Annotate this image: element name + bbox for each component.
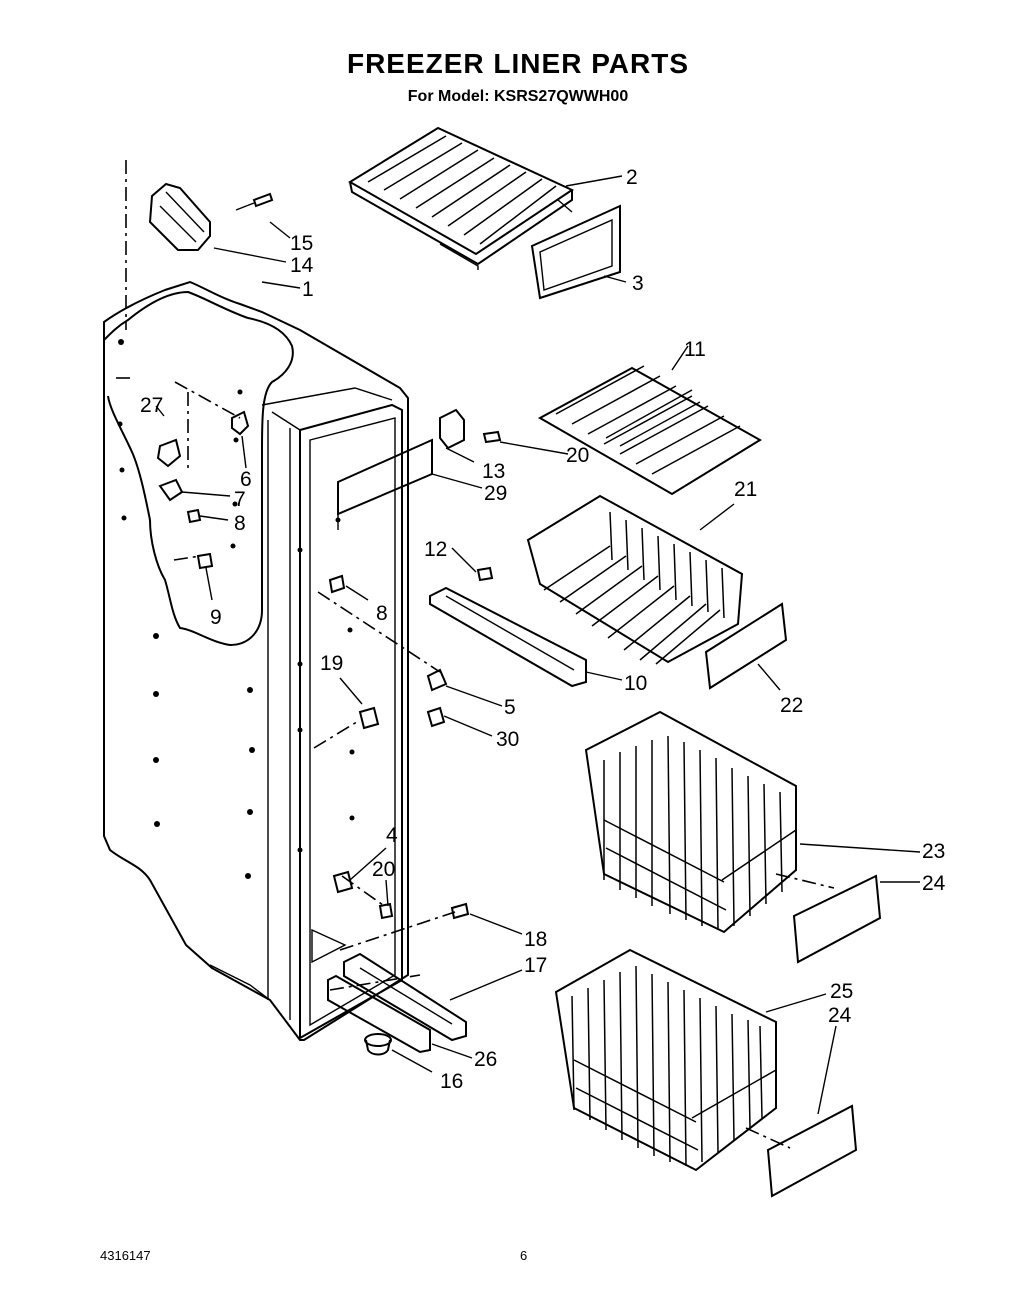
callout-16: 16 bbox=[440, 1070, 463, 1093]
screw-part-15 bbox=[235, 192, 274, 211]
callout-12: 12 bbox=[424, 538, 447, 561]
part-5 bbox=[426, 668, 448, 692]
callout-20-bottom: 20 bbox=[372, 858, 395, 881]
callout-20-top: 20 bbox=[566, 444, 589, 467]
part-7 bbox=[158, 478, 184, 502]
front-part-24-lower bbox=[766, 1104, 858, 1198]
part-8-left bbox=[186, 508, 202, 524]
callout-8-center: 8 bbox=[376, 602, 388, 625]
basket-part-21 bbox=[526, 494, 744, 665]
screw-part-20-bottom bbox=[378, 902, 394, 920]
callout-25: 25 bbox=[830, 980, 853, 1003]
page-number: 6 bbox=[520, 1248, 528, 1263]
part-30 bbox=[426, 706, 446, 728]
cover-part-29 bbox=[337, 438, 433, 530]
part-4 bbox=[332, 870, 354, 894]
bracket-part-14 bbox=[148, 182, 211, 251]
basket-part-23 bbox=[584, 710, 797, 934]
freezer-liner-part bbox=[103, 280, 409, 1041]
rail-part-10 bbox=[429, 586, 587, 688]
document-number: 4316147 bbox=[100, 1248, 151, 1263]
callout-27: 27 bbox=[140, 394, 163, 417]
callout-6: 6 bbox=[240, 468, 252, 491]
callout-4: 4 bbox=[386, 824, 398, 847]
callout-2: 2 bbox=[626, 166, 638, 189]
page-title: FREEZER LINER PARTS bbox=[346, 48, 690, 79]
screw-part-12 bbox=[476, 566, 494, 582]
shelf-part-2 bbox=[348, 126, 575, 270]
callout-10: 10 bbox=[624, 672, 647, 695]
callout-29: 29 bbox=[484, 482, 507, 505]
part-9 bbox=[196, 552, 214, 570]
callout-11: 11 bbox=[684, 338, 706, 361]
callout-19: 19 bbox=[320, 652, 343, 675]
callout-26: 26 bbox=[474, 1048, 497, 1071]
callout-5: 5 bbox=[504, 696, 516, 719]
part-19 bbox=[358, 706, 380, 730]
panel-part-26 bbox=[327, 974, 431, 1054]
glass-panel-part-3 bbox=[530, 204, 621, 300]
callout-1: 1 bbox=[302, 278, 314, 301]
part-8-center bbox=[328, 574, 346, 594]
callout-17: 17 bbox=[524, 954, 547, 977]
callout-22: 22 bbox=[780, 694, 803, 717]
light-socket-part-27 bbox=[156, 438, 182, 468]
callout-30: 30 bbox=[496, 728, 519, 751]
callout-24-lower: 24 bbox=[828, 1004, 852, 1027]
basket-part-25 bbox=[554, 948, 777, 1172]
plug-part-16 bbox=[364, 1033, 392, 1056]
callout-24-upper: 24 bbox=[922, 872, 946, 895]
callout-7: 7 bbox=[234, 488, 246, 511]
thermostat-part-6 bbox=[231, 410, 250, 436]
front-part-22 bbox=[704, 602, 788, 690]
callout-21: 21 bbox=[734, 478, 757, 501]
screw-part-18 bbox=[450, 902, 470, 920]
clip-part-13 bbox=[439, 408, 465, 450]
callout-3: 3 bbox=[632, 272, 644, 295]
callout-18: 18 bbox=[524, 928, 547, 951]
callout-13: 13 bbox=[482, 460, 505, 483]
callout-numbers: 1 2 3 4 5 6 7 8 8 9 10 11 12 13 14 15 16… bbox=[140, 166, 946, 1093]
callout-14: 14 bbox=[290, 254, 314, 277]
alignment-lines bbox=[112, 160, 835, 1149]
trim-part-17 bbox=[343, 952, 467, 1042]
callout-9: 9 bbox=[210, 606, 222, 629]
callout-8-left: 8 bbox=[234, 512, 246, 535]
leader-lines bbox=[155, 175, 921, 1115]
screw-part-20-top bbox=[482, 430, 502, 444]
wire-shelf-part-11 bbox=[537, 365, 762, 496]
model-subtitle: For Model: KSRS27QWWH00 bbox=[407, 88, 629, 105]
front-part-24-upper bbox=[792, 874, 882, 964]
callout-15: 15 bbox=[290, 232, 313, 255]
callout-23: 23 bbox=[922, 840, 945, 863]
